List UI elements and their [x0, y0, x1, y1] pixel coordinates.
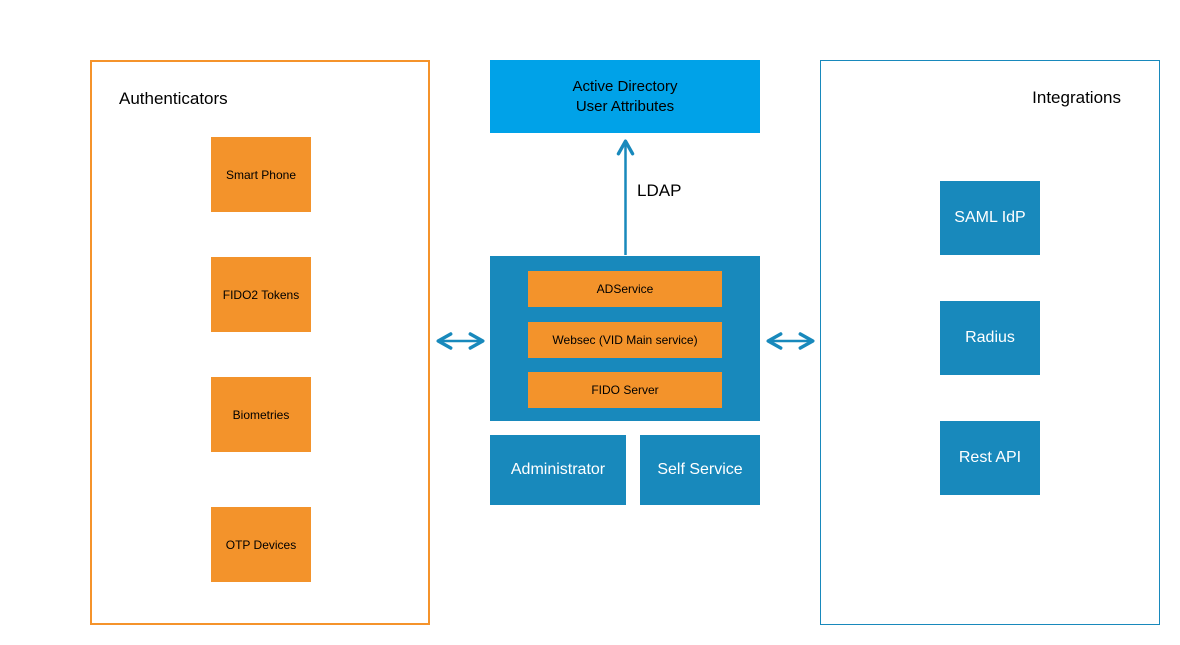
- integration-box-radius: Radius: [940, 301, 1040, 375]
- authenticators-panel: Authenticators Smart Phone FIDO2 Tokens …: [90, 60, 430, 625]
- integrations-panel: Integrations SAML IdP Radius Rest API: [820, 60, 1160, 625]
- integration-box-rest-api: Rest API: [940, 421, 1040, 495]
- authenticator-box-biometries: Biometries: [211, 377, 311, 452]
- integrations-panel-title: Integrations: [1032, 88, 1121, 107]
- active-directory-line1: Active Directory: [572, 77, 678, 95]
- active-directory-box: Active Directory User Attributes: [490, 60, 760, 133]
- integration-box-saml-idp: SAML IdP: [940, 181, 1040, 255]
- authenticator-box-smart-phone: Smart Phone: [211, 137, 311, 212]
- service-adservice: ADService: [528, 271, 722, 307]
- service-websec: Websec (VID Main service): [528, 322, 722, 358]
- service-fido-server: FIDO Server: [528, 372, 722, 408]
- vid-services-box: ADService Websec (VID Main service) FIDO…: [490, 256, 760, 421]
- authenticator-box-fido2-tokens: FIDO2 Tokens: [211, 257, 311, 332]
- self-service-box: Self Service: [640, 435, 760, 505]
- authenticator-box-otp-devices: OTP Devices: [211, 507, 311, 582]
- active-directory-line2: User Attributes: [575, 97, 675, 115]
- authenticators-panel-title: Authenticators: [119, 89, 228, 108]
- administrator-box: Administrator: [490, 435, 626, 505]
- ldap-label: LDAP: [637, 181, 682, 200]
